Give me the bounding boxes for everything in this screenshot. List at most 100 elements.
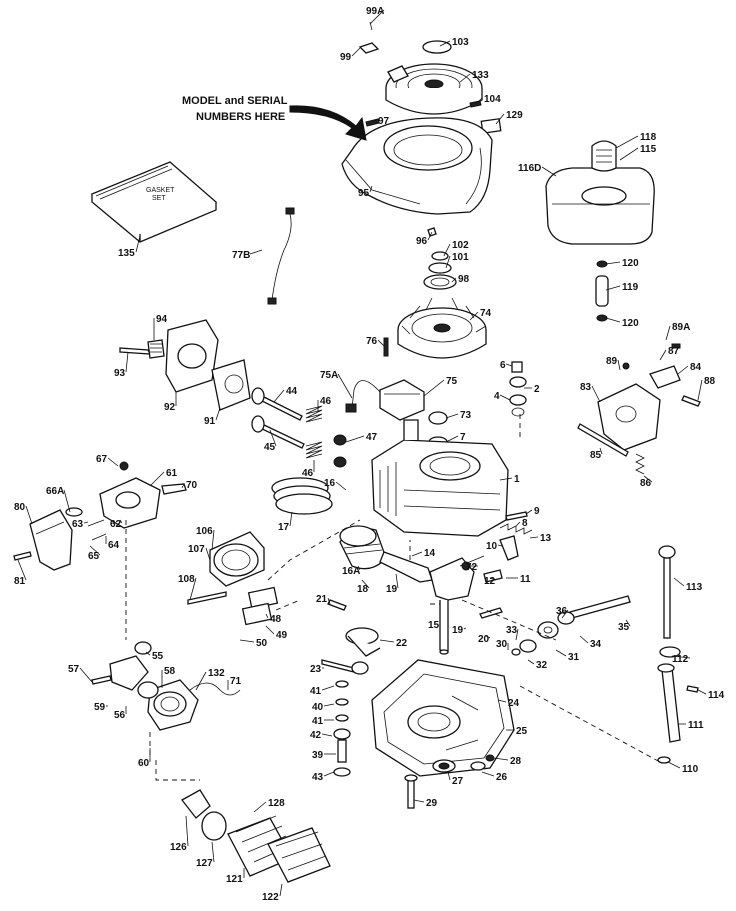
flywheel-drawing xyxy=(397,297,487,359)
part-number-label: 7 xyxy=(460,432,466,443)
part-number-label: 76 xyxy=(366,336,378,347)
part-number-label: 47 xyxy=(366,432,378,443)
leader-line-111 xyxy=(447,771,451,781)
leader-line-101 xyxy=(497,699,507,703)
governor-bracket-drawing xyxy=(577,343,701,475)
leader-line-118 xyxy=(279,883,283,897)
leader-line-83 xyxy=(485,635,491,639)
part-number-label: 133 xyxy=(472,70,489,81)
leader-line-1 xyxy=(351,47,361,57)
part-number-label: 36 xyxy=(556,606,568,617)
part-number-label: 81 xyxy=(14,576,26,587)
leader-line-60 xyxy=(529,536,539,539)
leader-line-51 xyxy=(63,489,71,513)
part-number-label: 17 xyxy=(278,522,290,533)
leader-line-61 xyxy=(89,545,101,556)
part-number-label: 114 xyxy=(708,690,725,701)
leader-line-57 xyxy=(515,521,521,527)
part-number-label: 28 xyxy=(510,756,522,767)
leader-line-114 xyxy=(413,799,425,803)
leader-line-47 xyxy=(149,471,165,487)
part-number-label: 103 xyxy=(452,37,469,48)
component-drawings: GASKET SET xyxy=(13,21,701,883)
part-number-label: 6 xyxy=(500,360,506,371)
part-number-label: 111 xyxy=(688,720,704,731)
leader-line-14 xyxy=(445,255,451,269)
leader-line-6 xyxy=(495,113,505,125)
leader-line-17 xyxy=(605,261,621,265)
part-number-label: 119 xyxy=(622,282,639,293)
leader-line-56 xyxy=(289,511,293,527)
part-number-label: 34 xyxy=(590,639,602,650)
part-number-label: 83 xyxy=(580,382,592,393)
part-number-label: 31 xyxy=(568,652,580,663)
part-number-label: 63 xyxy=(72,519,84,530)
leader-line-24 xyxy=(125,351,129,373)
part-number-label: 102 xyxy=(452,240,469,251)
note-line1: MODEL and SERIAL xyxy=(182,95,288,107)
leader-line-67 xyxy=(357,565,361,571)
part-number-label: 121 xyxy=(226,874,243,885)
leader-line-68 xyxy=(489,577,497,581)
leader-line-49 xyxy=(499,477,513,481)
part-number-label: 108 xyxy=(178,574,195,585)
part-number-label: 66A xyxy=(46,486,64,497)
leader-line-59 xyxy=(211,529,215,551)
part-number-label: 58 xyxy=(164,666,176,677)
part-number-label: 89 xyxy=(606,356,618,367)
alignment-dashed-lines xyxy=(125,414,661,781)
gasket-set-box-drawing: GASKET SET xyxy=(90,161,218,243)
callout-leaders xyxy=(17,9,707,897)
note-line2: NUMBERS HERE xyxy=(196,111,285,123)
camshaft-drawing xyxy=(511,595,631,656)
leader-line-42 xyxy=(269,429,277,447)
leader-line-34 xyxy=(423,379,445,397)
leader-line-39 xyxy=(445,413,459,419)
leader-line-4 xyxy=(373,119,377,123)
leader-line-62 xyxy=(497,544,503,547)
leader-line-12 xyxy=(427,231,433,241)
leader-line-82 xyxy=(265,625,275,635)
part-number-label: 94 xyxy=(156,314,168,325)
leader-line-112 xyxy=(481,771,495,777)
part-number-label: 60 xyxy=(138,758,150,769)
part-number-label: 71 xyxy=(230,676,242,687)
small-clip-drawing xyxy=(358,42,380,54)
leader-line-23 xyxy=(665,325,671,341)
part-number-label: 15 xyxy=(428,620,440,631)
leader-line-31 xyxy=(697,379,703,401)
part-number-label: 80 xyxy=(14,502,26,513)
leader-line-8 xyxy=(619,147,639,161)
leader-line-54 xyxy=(119,519,123,524)
decal-drawing xyxy=(480,118,502,134)
leader-line-110 xyxy=(323,771,335,777)
sump-seal-and-bolts-drawing xyxy=(404,754,495,809)
part-number-label: 84 xyxy=(690,362,702,373)
leader-line-5 xyxy=(475,97,483,105)
part-number-label: 86 xyxy=(640,478,652,489)
part-number-label: 97 xyxy=(378,116,390,127)
part-number-label: 10 xyxy=(486,541,498,552)
leader-line-78 xyxy=(265,613,269,619)
fuel-line-drawing xyxy=(595,260,609,322)
leader-line-7 xyxy=(615,135,639,149)
leader-line-27 xyxy=(677,365,689,375)
screw-76-drawing xyxy=(383,337,389,357)
air-cleaner-gasket-drawing xyxy=(241,586,279,626)
leader-line-109 xyxy=(667,761,681,769)
leader-line-71 xyxy=(189,577,197,601)
part-number-label: 70 xyxy=(186,480,198,491)
leader-line-108 xyxy=(493,757,509,761)
part-number-label: 43 xyxy=(312,772,324,783)
piston-rings-drawing xyxy=(271,477,333,515)
ground-wire-terminal xyxy=(285,207,295,215)
part-number-label: 75 xyxy=(446,376,458,387)
ground-wire-drawing xyxy=(271,213,292,301)
leader-line-41 xyxy=(345,435,365,443)
leader-line-53 xyxy=(25,505,33,525)
leader-line-10 xyxy=(369,185,373,193)
part-number-label: 21 xyxy=(316,594,328,605)
part-number-label: 85 xyxy=(590,450,602,461)
governor-parts-drawing xyxy=(509,361,527,417)
leader-line-48 xyxy=(335,481,347,491)
